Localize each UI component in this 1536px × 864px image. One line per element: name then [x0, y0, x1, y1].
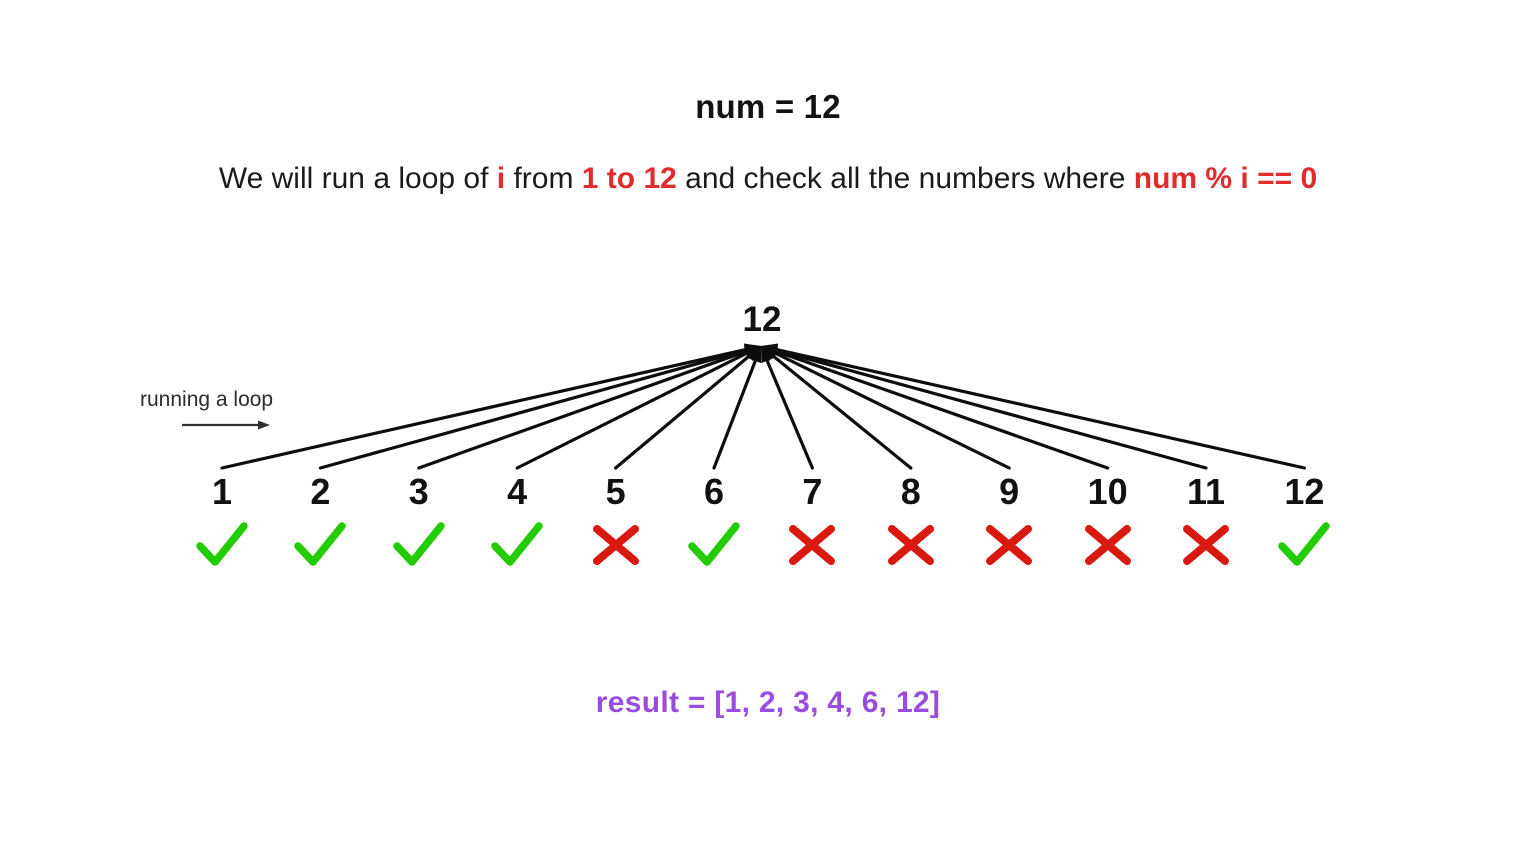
arrow-to-root-10	[761, 345, 1110, 470]
check-icon	[293, 520, 347, 570]
cross-icon	[785, 520, 839, 570]
description-part-1: We will run a loop of	[218, 162, 497, 195]
arrow-to-root-2	[318, 344, 761, 470]
divisor-number-label: 1	[211, 471, 233, 512]
divisor-number-label: 6	[703, 471, 725, 512]
arrow-to-root-5	[613, 346, 761, 470]
divisor-cell-4: 4	[470, 470, 564, 570]
arrow-to-root-4	[515, 346, 761, 470]
root-node-label: 12	[742, 300, 782, 339]
arrow-to-root-12	[761, 343, 1307, 470]
divisor-number-label: 9	[999, 471, 1020, 512]
cross-icon	[1179, 520, 1233, 570]
description-part-3: and check all the numbers where	[676, 162, 1134, 195]
divisor-number-label: 11	[1186, 471, 1226, 512]
arrow-to-root-9	[761, 346, 1011, 470]
check-icon	[687, 520, 741, 570]
arrow-to-root-8	[761, 346, 913, 470]
arrow-to-root-6	[712, 346, 762, 470]
check-icon	[392, 520, 446, 570]
result-label: result = [1, 2, 3, 4, 6, 12]	[595, 686, 941, 719]
divisor-cell-11: 11	[1159, 470, 1253, 570]
description-line: We will run a loop of i from 1 to 12 and…	[0, 162, 1536, 196]
divisor-cell-12: 12	[1257, 470, 1351, 570]
arrow-to-root-7	[761, 346, 815, 470]
divisor-cell-8: 8	[864, 470, 958, 570]
divisor-number-label: 3	[408, 471, 429, 512]
divisor-cell-9: 9	[962, 470, 1056, 570]
description-highlight-range: 1 to 12	[581, 162, 677, 195]
divisor-cell-5: 5	[569, 470, 663, 570]
cross-icon	[589, 520, 643, 570]
divisor-number-label: 2	[310, 471, 331, 512]
divisor-cell-10: 10	[1061, 470, 1155, 570]
cross-icon	[884, 520, 938, 570]
loop-annotation-label: running a loop	[140, 388, 274, 411]
description-part-2: from	[505, 162, 582, 195]
divisor-cell-7: 7	[765, 470, 859, 570]
check-icon	[490, 520, 544, 570]
arrow-to-root-11	[761, 344, 1208, 470]
cross-icon	[1081, 520, 1135, 570]
arrow-to-root-3	[417, 345, 761, 470]
divisor-number-label: 8	[900, 471, 921, 512]
page-title: num = 12	[695, 88, 841, 125]
divisor-cell-6: 6	[667, 470, 761, 570]
description-highlight-i: i	[496, 162, 506, 195]
description-highlight-condition: num % i == 0	[1133, 162, 1318, 195]
divisor-number-label: 12	[1284, 471, 1325, 512]
divisor-number-label: 7	[802, 471, 823, 512]
divisor-cell-1: 1	[175, 470, 269, 570]
divisor-number-label: 5	[605, 471, 626, 512]
divisor-number-label: 10	[1087, 471, 1128, 512]
loop-direction-arrow-icon	[182, 420, 270, 430]
divisor-cell-3: 3	[372, 470, 466, 570]
divisor-number-label: 4	[507, 471, 528, 512]
check-icon	[1277, 520, 1331, 570]
check-icon	[195, 520, 249, 570]
cross-icon	[982, 520, 1036, 570]
divisor-cell-2: 2	[273, 470, 367, 570]
arrow-to-root-1	[220, 343, 761, 470]
